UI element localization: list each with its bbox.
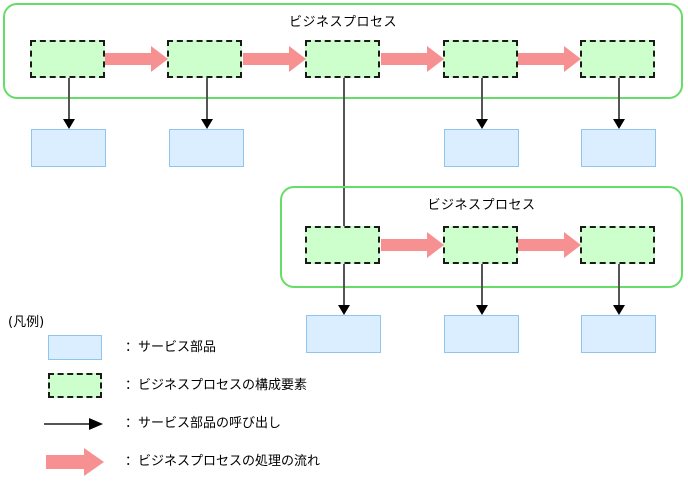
call-arrow-3 bbox=[475, 78, 489, 129]
business-process-group-bottom-title: ビジネスプロセス bbox=[427, 198, 536, 213]
service-component-6[interactable] bbox=[444, 315, 519, 353]
flow-arrow-2 bbox=[243, 46, 306, 72]
flow-arrow-head bbox=[427, 46, 444, 72]
blue-rectangle-swatch-icon bbox=[48, 335, 102, 360]
call-arrow-4 bbox=[612, 78, 626, 129]
call-arrow-head bbox=[476, 305, 488, 315]
flow-arrow-head bbox=[427, 232, 444, 258]
legend-label-service-call: ：サービス部品の呼び出し bbox=[125, 416, 282, 431]
call-arrow-shaft bbox=[68, 78, 70, 119]
flow-arrow-shaft bbox=[518, 53, 564, 65]
call-arrow-6 bbox=[475, 264, 489, 315]
service-component-7[interactable] bbox=[581, 315, 656, 353]
call-arrow-head bbox=[63, 119, 75, 129]
flow-arrow-head bbox=[564, 232, 581, 258]
flow-arrow-head bbox=[289, 46, 306, 72]
legend-label-process-element: ：ビジネスプロセスの構成要素 bbox=[125, 378, 308, 393]
call-arrow-head bbox=[476, 119, 488, 129]
call-arrow-7 bbox=[612, 264, 626, 315]
flow-arrow-shaft bbox=[243, 53, 289, 65]
legend-heading: (凡例) bbox=[8, 315, 45, 330]
thick-arrow-head bbox=[84, 448, 104, 476]
call-arrow-shaft bbox=[343, 264, 345, 305]
flow-arrow-1 bbox=[105, 46, 168, 72]
process-element-2[interactable] bbox=[167, 40, 242, 78]
service-component-3[interactable] bbox=[444, 129, 519, 167]
flow-arrow-5 bbox=[381, 232, 444, 258]
call-arrow-shaft bbox=[343, 78, 345, 226]
thick-arrow-shaft bbox=[46, 455, 86, 469]
call-arrow-2 bbox=[200, 78, 214, 129]
service-component-5[interactable] bbox=[306, 315, 381, 353]
call-arrow-shaft bbox=[481, 78, 483, 119]
legend-item-service-component: ：サービス部品 bbox=[0, 332, 688, 362]
call-arrow-1 bbox=[62, 78, 76, 129]
green-dashed-rectangle-swatch-icon bbox=[48, 373, 102, 398]
process-element-8[interactable] bbox=[580, 226, 655, 264]
service-component-2[interactable] bbox=[169, 129, 244, 167]
call-arrow-head bbox=[338, 305, 350, 315]
flow-arrow-4 bbox=[518, 46, 581, 72]
process-element-6[interactable] bbox=[305, 226, 380, 264]
process-element-3[interactable] bbox=[305, 40, 380, 78]
call-arrow-head bbox=[201, 119, 213, 129]
legend-label-service-component: ：サービス部品 bbox=[125, 340, 217, 355]
service-component-4[interactable] bbox=[581, 129, 656, 167]
legend-item-process-flow: ：ビジネスプロセスの処理の流れ bbox=[0, 446, 688, 476]
process-element-5[interactable] bbox=[580, 40, 655, 78]
thick-pink-arrow-icon bbox=[46, 448, 108, 476]
call-arrow-shaft bbox=[618, 264, 620, 305]
process-element-4[interactable] bbox=[443, 40, 518, 78]
call-arrow-head bbox=[613, 119, 625, 129]
process-element-1[interactable] bbox=[30, 40, 105, 78]
flow-arrow-head bbox=[151, 46, 168, 72]
call-arrow-5 bbox=[337, 264, 351, 315]
thin-arrow-head bbox=[89, 418, 103, 430]
legend-label-process-flow: ：ビジネスプロセスの処理の流れ bbox=[125, 454, 321, 469]
legend-item-service-call: ：サービス部品の呼び出し bbox=[0, 408, 688, 438]
business-process-group-top-title: ビジネスプロセス bbox=[288, 15, 397, 30]
flow-arrow-shaft bbox=[518, 239, 564, 251]
legend-item-process-element: ：ビジネスプロセスの構成要素 bbox=[0, 370, 688, 400]
service-component-1[interactable] bbox=[31, 129, 106, 167]
flow-arrow-head bbox=[564, 46, 581, 72]
flow-arrow-shaft bbox=[381, 239, 427, 251]
flow-arrow-shaft bbox=[105, 53, 151, 65]
flow-arrow-6 bbox=[518, 232, 581, 258]
call-arrow-head bbox=[613, 305, 625, 315]
thin-black-arrow-icon bbox=[44, 418, 106, 430]
thin-arrow-shaft bbox=[44, 423, 92, 425]
call-arrow-shaft bbox=[618, 78, 620, 119]
flow-arrow-shaft bbox=[381, 53, 427, 65]
process-element-7[interactable] bbox=[443, 226, 518, 264]
call-arrow-shaft bbox=[206, 78, 208, 119]
flow-arrow-3 bbox=[381, 46, 444, 72]
call-arrow-shaft bbox=[481, 264, 483, 305]
